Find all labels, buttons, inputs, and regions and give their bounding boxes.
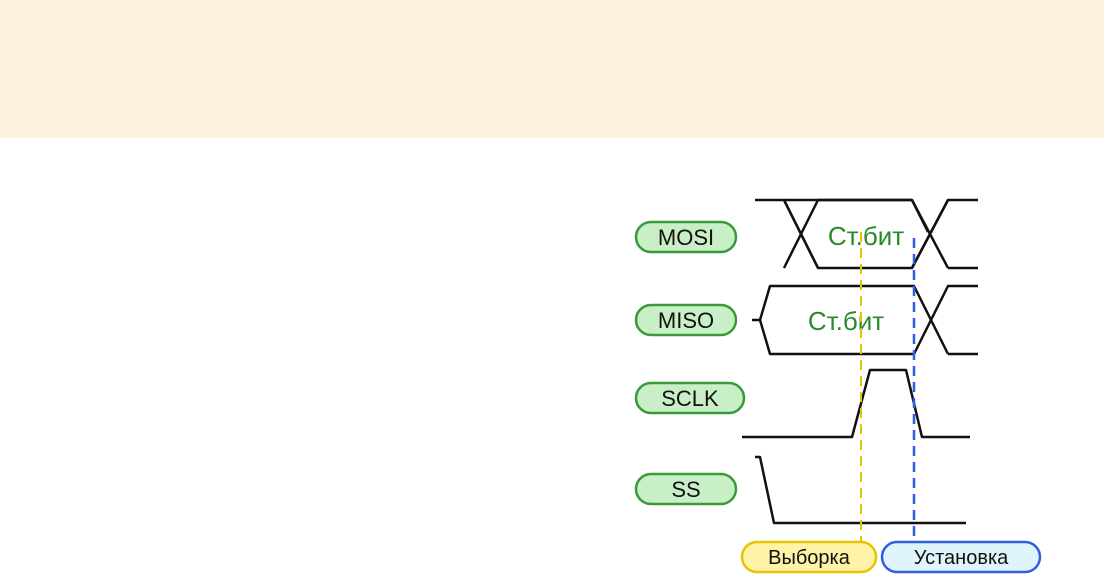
- sclk-label-pill: SCLK: [634, 381, 746, 415]
- header-banner: [0, 0, 1104, 138]
- ss-label: SS: [671, 477, 700, 502]
- miso-label-pill: MISO: [634, 303, 738, 337]
- mosi-bit-label: Ст.бит: [828, 221, 904, 251]
- miso-label: MISO: [658, 308, 714, 333]
- ss-waveform: [755, 455, 966, 525]
- mosi-label-pill: MOSI: [634, 220, 738, 254]
- sample-marker-label: Выборка: [768, 547, 851, 569]
- sclk-label: SCLK: [661, 386, 719, 411]
- sclk-waveform: [742, 368, 970, 439]
- setup-marker-pill: Установка: [880, 540, 1042, 574]
- sample-marker-pill: Выборка: [740, 540, 878, 574]
- setup-marker-label: Установка: [914, 547, 1009, 569]
- mosi-waveform: [755, 198, 978, 270]
- ss-label-pill: SS: [634, 472, 738, 506]
- mosi-label: MOSI: [658, 225, 714, 250]
- miso-bit-label: Ст.бит: [808, 306, 884, 336]
